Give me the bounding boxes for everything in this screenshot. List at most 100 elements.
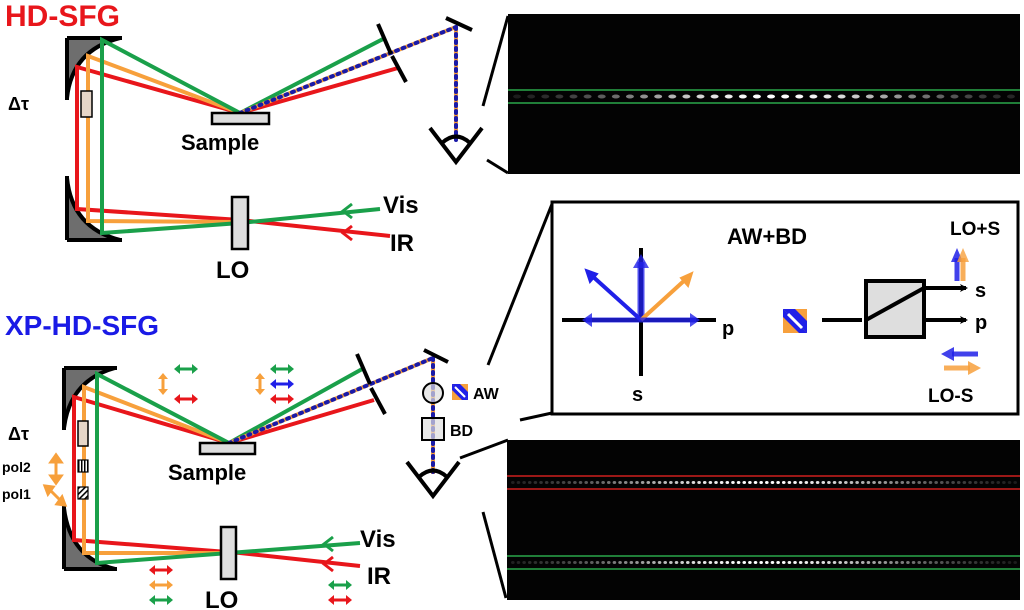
bottom-title: XP-HD-SFG <box>5 310 159 341</box>
fringe-spot <box>623 561 628 564</box>
fringe-spot <box>759 481 763 484</box>
fringe-spot <box>748 481 752 484</box>
fringe-spot <box>533 561 538 564</box>
polarization-indicators <box>149 364 352 605</box>
fringe-spot <box>810 481 814 484</box>
fringe-spot <box>844 561 848 564</box>
fringe-spot <box>767 94 776 99</box>
fringe-spot <box>908 94 917 99</box>
fringe-spot <box>832 561 837 564</box>
aw-polarization-icon <box>783 309 807 333</box>
fringe-spot <box>702 561 707 564</box>
bottom-beams <box>72 356 435 568</box>
steering-mirror <box>423 348 449 364</box>
fringe-spot <box>714 561 718 564</box>
fringe-spot <box>725 561 730 564</box>
fringe-spot <box>583 94 592 99</box>
fringe-spot <box>550 561 555 564</box>
bottom-ir-label: IR <box>367 563 391 590</box>
fringe-spot <box>776 561 780 564</box>
fringe-spot <box>928 561 933 564</box>
double-arrow-icon <box>149 580 173 590</box>
lo-plus-s-arrows <box>951 248 969 281</box>
fringe-spot <box>900 481 905 484</box>
fringe-spot <box>990 561 995 564</box>
fringe-spot <box>804 481 809 484</box>
fringe-spot <box>787 561 792 564</box>
parabolic-mirror-lower <box>62 506 117 571</box>
fringe-spot <box>635 561 639 564</box>
double-arrow-icon <box>270 379 294 389</box>
fringe-spot <box>511 561 515 564</box>
double-arrow-icon <box>255 373 265 395</box>
vis-input-arrowhead <box>340 202 353 220</box>
fringe-spot <box>668 94 677 99</box>
fringe-spot <box>736 561 741 564</box>
fringe-spot <box>1007 561 1012 564</box>
fringe-spot <box>561 481 566 484</box>
ir-input-arrowhead <box>321 555 334 573</box>
fringe-spot <box>578 561 583 564</box>
fringe-spot <box>851 94 860 99</box>
lo-plus-s-label: LO+S <box>950 219 1000 240</box>
fringe-spot <box>962 481 967 484</box>
fringe-spot <box>1013 561 1017 564</box>
top-vis-label: Vis <box>383 192 419 219</box>
fringe-spot <box>770 561 775 564</box>
fringe-spot <box>936 94 945 99</box>
top-setup: HD-SFG Δτ <box>5 0 510 284</box>
fringe-spot <box>793 561 797 564</box>
fringe-spot <box>823 94 832 99</box>
fringe-spot <box>646 561 651 564</box>
fringe-spot <box>578 481 583 484</box>
fringe-spot <box>748 561 752 564</box>
fringe-spot <box>708 561 713 564</box>
camera-image-bottom <box>507 440 1020 600</box>
fringe-spot <box>827 561 831 564</box>
mirror-block-2 <box>369 387 387 415</box>
fringe-spot <box>940 481 944 484</box>
fringe-spot <box>691 561 696 564</box>
pol2-label: pol2 <box>2 459 31 475</box>
fringe-spot <box>612 561 617 564</box>
vis-input-arrowhead <box>321 535 334 553</box>
fringe-spot <box>674 481 679 484</box>
polarizer-2 <box>77 459 89 473</box>
fringe-spot <box>883 481 888 484</box>
fringe-spot <box>731 561 735 564</box>
fringe-spot <box>1002 561 1006 564</box>
double-arrow-icon <box>270 364 294 374</box>
vis-beam <box>100 36 381 236</box>
ir-beam <box>75 64 391 238</box>
fringe-spot <box>940 561 944 564</box>
fringe-spot <box>879 94 888 99</box>
fringe-spot <box>951 481 955 484</box>
fringe-spot <box>889 561 893 564</box>
fringe-spot <box>556 561 560 564</box>
fringe-spot <box>956 481 961 484</box>
lo-plate <box>230 195 250 251</box>
fringe-spot <box>793 481 797 484</box>
fringe-spot <box>606 561 611 564</box>
fringe-spot <box>1002 481 1006 484</box>
fringe-spot <box>776 481 780 484</box>
pol1-label: pol1 <box>2 486 31 502</box>
fringe-spot <box>590 561 594 564</box>
fringe-spot <box>595 561 600 564</box>
fringe-spot <box>911 561 916 564</box>
fringe-spot <box>753 481 758 484</box>
bottom-setup: XP-HD-SFG Δτ pol2 pol1 <box>2 310 509 610</box>
fringe-spot <box>669 481 673 484</box>
mirror-block-2 <box>390 55 408 83</box>
fringe-spot <box>595 481 600 484</box>
fringe-spot <box>889 481 893 484</box>
fringe-spot <box>928 481 933 484</box>
lo-plate <box>219 525 238 581</box>
pol1-orientation-arrow <box>42 484 68 507</box>
fringe-spot <box>663 481 668 484</box>
double-arrow-icon <box>174 364 198 374</box>
lo-minus-s-arrows <box>941 347 981 375</box>
axis-p-label: p <box>722 318 734 340</box>
fringe-spot <box>702 481 707 484</box>
bd-out-s-label: s <box>975 280 986 302</box>
